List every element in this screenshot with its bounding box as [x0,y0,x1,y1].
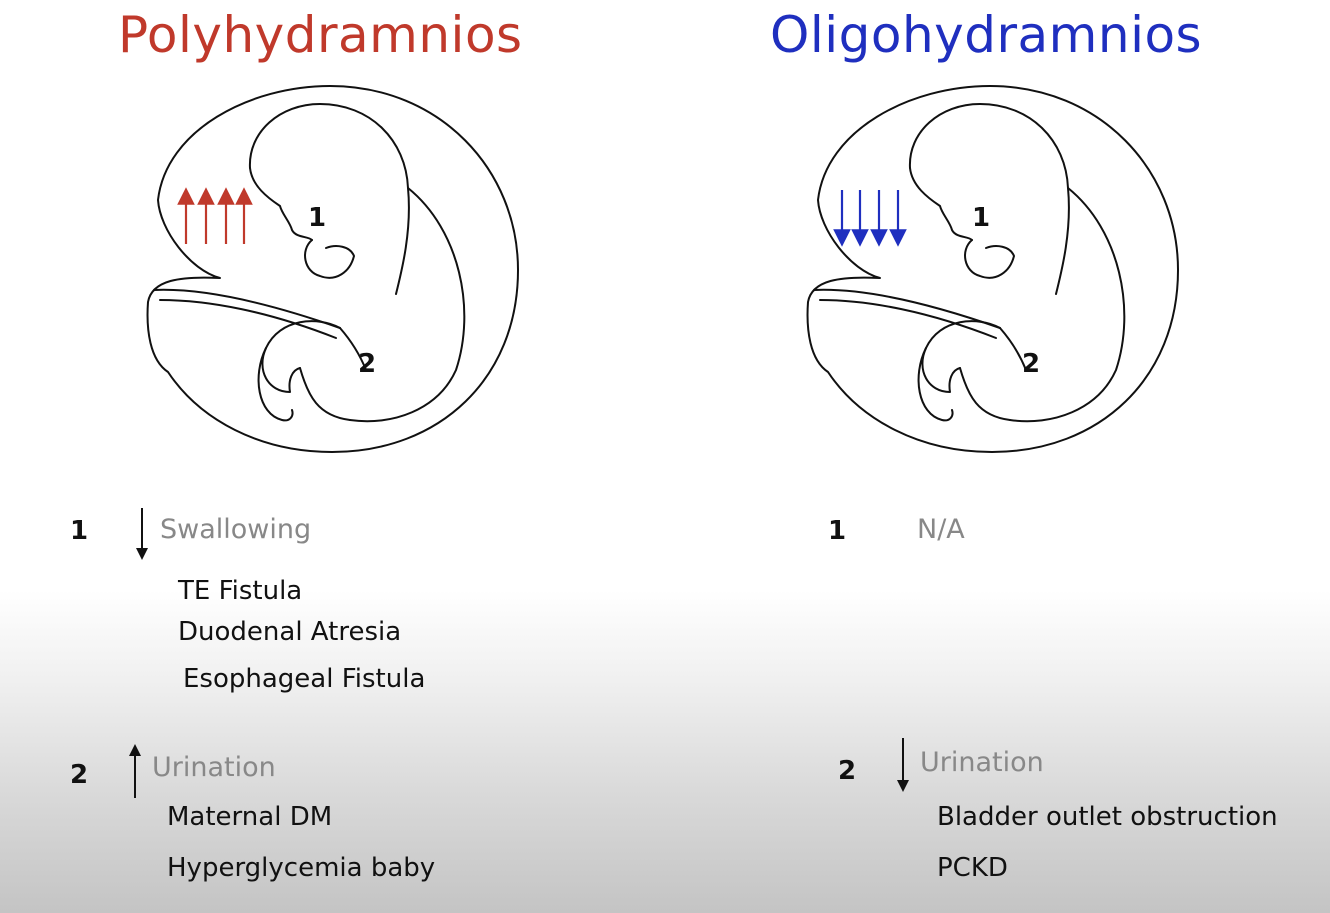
left-item2-number: 2 [70,760,89,790]
left-item1-cause: Duodenal Atresia [178,617,402,647]
left-item1-cause: TE Fistula [178,576,303,606]
arrow-down-icon [136,508,148,560]
diagram-label-2: 2 [1022,349,1040,379]
diagram-label-2: 2 [358,349,376,379]
left-item2-cause: Maternal DM [167,802,333,832]
left-item1-label: Swallowing [160,514,312,545]
diagram-label-1: 1 [308,203,326,233]
polyhydramnios-title: Polyhydramnios [118,6,523,64]
right-item2-cause: PCKD [937,853,1008,883]
arrow-down-icon [897,738,909,792]
right-item2-number: 2 [838,756,857,786]
left-item2-cause: Hyperglycemia baby [167,853,436,883]
right-item1-number: 1 [828,516,847,546]
oligohydramnios-title: Oligohydramnios [770,6,1203,64]
left-item1-cause: Esophageal Fistula [183,664,426,694]
diagram-label-1: 1 [972,203,990,233]
right-item1-label: N/A [917,514,965,545]
arrow-up-icon [129,744,141,798]
fetus-in-womb-diagram-right: 1 2 [806,85,1179,453]
right-item2-label: Urination [920,747,1044,778]
left-item2-label: Urination [152,752,276,783]
right-item2-cause: Bladder outlet obstruction [937,802,1278,832]
left-item1-number: 1 [70,516,89,546]
fetus-in-womb-diagram-left: 1 2 [146,85,519,453]
